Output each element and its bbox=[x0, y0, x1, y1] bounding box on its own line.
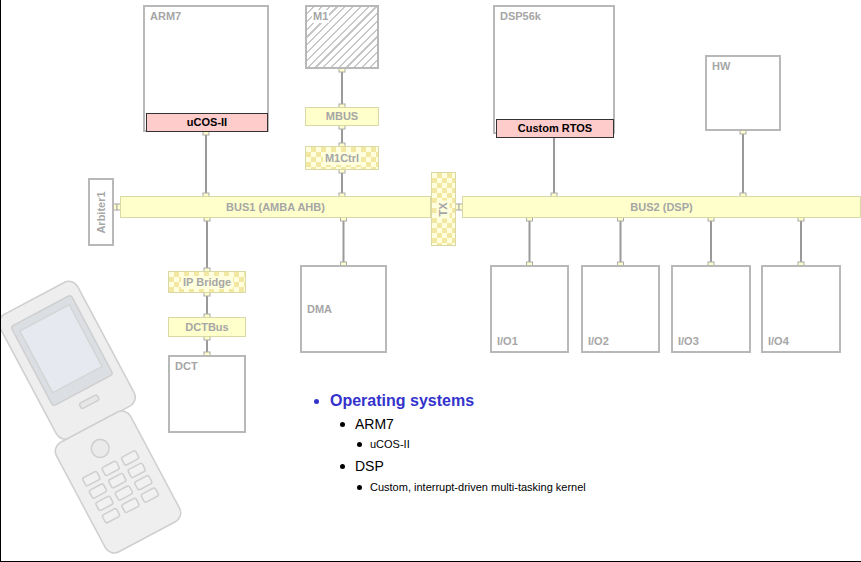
dma-box: DMA bbox=[300, 265, 387, 353]
os-box: Custom RTOS bbox=[496, 119, 614, 138]
bus-connector bbox=[341, 170, 343, 196]
memory-box: M1 bbox=[305, 5, 379, 69]
dsp-box: DSP56kCustom RTOS bbox=[493, 5, 615, 134]
bus-bar: BUS1 (AMBA AHB) bbox=[120, 196, 431, 218]
transceiver-box: TX bbox=[431, 172, 456, 246]
box-label: I/O4 bbox=[768, 335, 789, 348]
io-box: I/O4 bbox=[761, 265, 841, 353]
box-label: uCOS-II bbox=[187, 116, 227, 129]
box-label: DCTBus bbox=[185, 321, 228, 334]
bullet-dot bbox=[314, 399, 319, 404]
list-subitem: Custom, interrupt-driven multi-tasking k… bbox=[370, 481, 586, 493]
list-item: DSP bbox=[355, 458, 384, 474]
bus-connector bbox=[529, 218, 531, 265]
bus-connector bbox=[205, 132, 207, 196]
bus-connector bbox=[206, 218, 208, 271]
list-subitem: uCOS-II bbox=[370, 438, 410, 450]
box-label: I/O3 bbox=[678, 335, 699, 348]
bullet-dot bbox=[357, 485, 362, 490]
io-box: I/O2 bbox=[581, 265, 660, 353]
dct-box: DCT bbox=[168, 355, 246, 433]
box-label: TX bbox=[437, 200, 450, 218]
bus-connector bbox=[710, 218, 712, 265]
frame-line bbox=[0, 561, 861, 562]
bus-bar: BUS2 (DSP) bbox=[462, 196, 861, 218]
controller-box: M1Ctrl bbox=[305, 146, 379, 170]
bus-box: MBUS bbox=[305, 107, 379, 126]
bus-box: DCTBus bbox=[168, 317, 246, 337]
arbiter-box: Arbiter1 bbox=[88, 178, 114, 246]
bullet-dot bbox=[340, 464, 345, 469]
frame-line bbox=[0, 0, 1, 562]
bridge-box: IP Bridge bbox=[168, 271, 246, 293]
list-item: ARM7 bbox=[355, 416, 394, 432]
box-label: Custom RTOS bbox=[518, 122, 592, 135]
box-label: BUS1 (AMBA AHB) bbox=[226, 201, 325, 214]
box-label: M1 bbox=[312, 10, 329, 23]
hardware-box: HW bbox=[705, 55, 781, 131]
io-box: I/O1 bbox=[490, 265, 569, 353]
io-box: I/O3 bbox=[671, 265, 751, 353]
box-label: BUS2 (DSP) bbox=[630, 201, 692, 214]
bus-connector bbox=[343, 218, 345, 265]
bus-connector bbox=[553, 134, 555, 196]
box-label: DSP56k bbox=[500, 10, 541, 23]
box-label: I/O2 bbox=[588, 335, 609, 348]
bus-connector bbox=[206, 293, 208, 317]
bus-connector bbox=[620, 218, 622, 265]
box-label: ARM7 bbox=[150, 10, 181, 23]
box-label: HW bbox=[712, 60, 730, 73]
bus-connector bbox=[341, 69, 343, 107]
bullet-dot bbox=[357, 442, 362, 447]
list-heading: Operating systems bbox=[330, 392, 474, 410]
box-label: DCT bbox=[175, 360, 198, 373]
cpu-box: ARM7 uCOS-II bbox=[143, 5, 269, 132]
box-label: M1Ctrl bbox=[323, 152, 361, 165]
box-label: DMA bbox=[307, 303, 332, 316]
box-label: Arbiter1 bbox=[95, 191, 108, 233]
bus-connector bbox=[742, 131, 744, 196]
bullet-dot bbox=[340, 422, 345, 427]
box-label: MBUS bbox=[326, 110, 358, 123]
os-box: uCOS-II bbox=[146, 113, 268, 132]
bus-connector bbox=[800, 218, 802, 265]
box-label: I/O1 bbox=[497, 335, 518, 348]
box-label: IP Bridge bbox=[181, 276, 233, 289]
